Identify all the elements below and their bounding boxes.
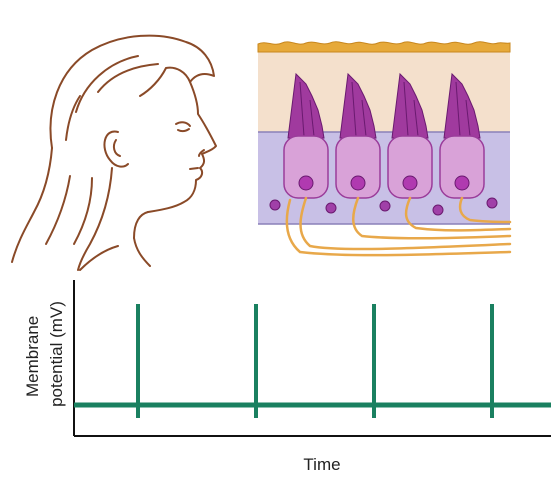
- head-profile-illustration: [12, 36, 216, 270]
- potential-chart: Membrane potential (mV) Time: [23, 280, 551, 474]
- hair-cell-diagram: [258, 42, 510, 255]
- y-axis-label-line-1: Membrane: [23, 316, 42, 397]
- spike-group: [138, 304, 492, 418]
- tectorial-membrane: [258, 42, 510, 52]
- y-axis-label-line-2: potential (mV): [47, 301, 66, 407]
- x-axis-label: Time: [303, 455, 340, 474]
- y-axis-label: Membrane potential (mV): [23, 301, 66, 407]
